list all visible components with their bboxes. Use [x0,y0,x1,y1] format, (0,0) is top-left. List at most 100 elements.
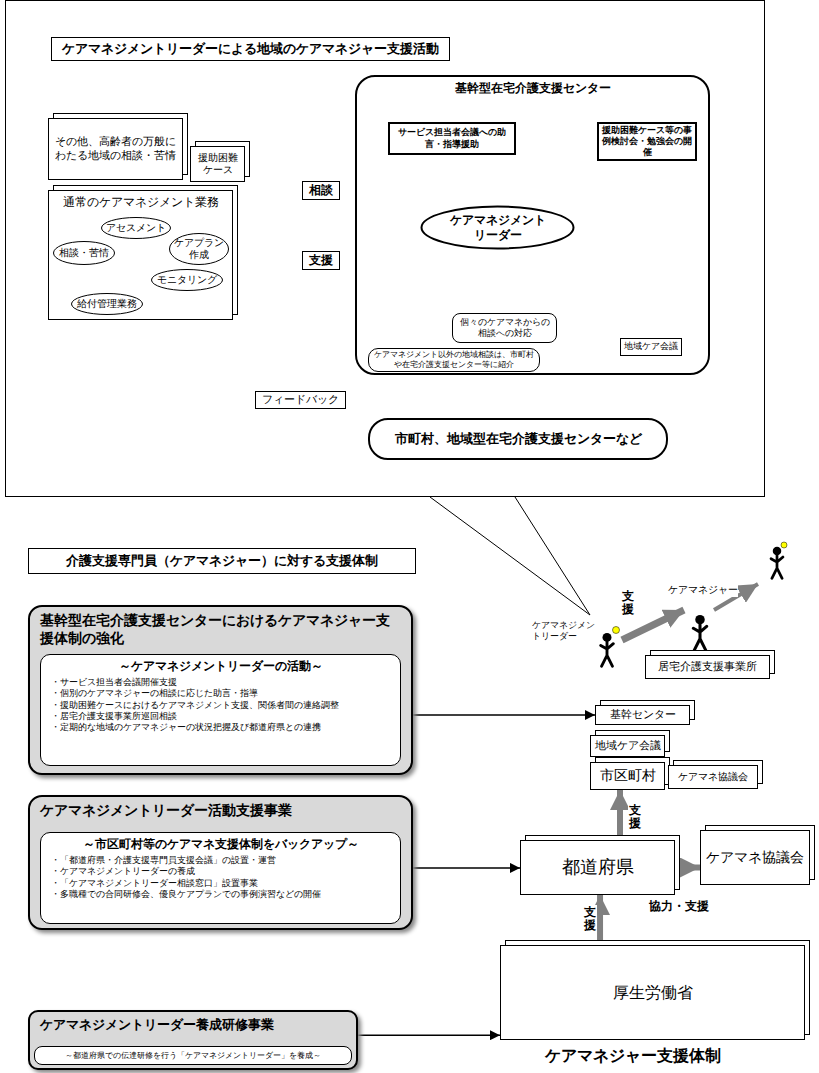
node-text: ケアマネ協議会 [706,849,804,867]
ellipse-shape [72,294,143,315]
ellipse-shape [170,234,229,265]
node-text: ・援助困難ケースにおけるケアマネジメント支援、関係者間の連絡調整 [51,700,390,711]
process-box: 通常のケアマネジメント業務相談・苦情 アセスメントケアプラン作成モニタリング給付管… [48,190,233,320]
ellipse-shape [54,242,115,265]
node-text: 都道府県 [562,856,634,879]
node-text: 市町村、地域型在宅介護支援センターなど [395,431,642,447]
node-text: ・「ケアマネジメントリーダー相談窓口」設置事業 [51,878,390,889]
rounded-box: 基幹型在宅介護支援センターにおけるケアマネジャー支援体制の強化 ～ケアマネジメント… [28,605,413,775]
rounded-box: ケアマネジメントリーダー養成研修事業 ～都道府県での伝達研修を行う「ケアマネジメン… [28,1010,358,1070]
node-text: ・定期的な地域のケアマネジャーの状況把握及び都道府県との連携 [51,722,390,733]
process-box: ケアマネ協議会 [700,830,810,885]
node-text: 給付管理業務 [77,298,137,311]
process-box: 介護支援専門員（ケアマネジャー）に対する支援体制 [28,548,416,574]
rounded-box: ～都道府県での伝達研修を行う「ケアマネジメントリーダー」を養成～ [34,1046,352,1065]
ellipse-node: アセスメント [100,216,172,240]
ellipse-node: モニタリング [150,268,224,292]
ellipse-node: 相談・苦情 [52,240,116,266]
support-arrow [622,610,684,640]
node-text: ・個別のケアマネジャーの相談に応じた助言・指導 [51,688,390,699]
process-box: 地域ケア会議 [590,735,665,757]
node-text: 基幹センター [610,708,676,722]
node-text: ケアプラン作成 [173,237,225,262]
process-box: 厚生労働省 [500,945,805,1040]
process-box: 基幹センター [595,705,690,725]
leader-figure [601,633,614,666]
edge-label: 協力・支援 [648,898,710,915]
process-box: その他、高齢者の万般にわたる地域の相談・苦情 [48,118,183,180]
connector [675,865,700,871]
node-text: 通常のケアマネジメント業務 [63,195,219,210]
lightbulb [781,542,787,548]
node-text: 市区町村 [600,767,656,785]
rounded-box: 個々のケアマネからの相談への対応 [452,313,557,343]
edge-label: 支援 [628,803,642,831]
note-label: ケアマネジメントリーダー [532,620,596,643]
note-label: ケアマネジャー [668,584,738,597]
process-box: ケアマネジメントリーダーによる地域のケアマネジャー支援活動その他、高齢者の万般に… [5,0,765,497]
ellipse-shape [422,207,574,249]
process-box: 援助困難ケース [190,146,245,182]
caption: ケアマネジャー支援体制 [545,1046,721,1066]
node-text: ケアマネジメント以外の地域相談は、市町村や在宅介護支援センター等に紹介 [372,350,536,370]
node-text: ～都道府県での伝達研修を行う「ケアマネジメントリーダー」を養成～ [65,1051,321,1061]
node-text: 相談・苦情 [59,247,109,260]
node-text: その他、高齢者の万般にわたる地域の相談・苦情 [52,135,179,163]
node-text: 地域ケア会議 [595,739,661,753]
connector [597,895,603,945]
process-box: 市区町村 [590,762,665,790]
ellipse-node: ケアマネジメントリーダー [420,205,575,250]
node-text: 個々のケアマネからの相談への対応 [456,317,553,340]
connector [358,1034,500,1036]
process-box: ケアマネ協議会 [668,765,758,789]
rounded-box: ～市区町村等のケアマネ支援体制をバックアップ～ ・「都道府県・介護支援専門員支援会… [40,832,401,924]
connector [413,867,520,869]
process-box: サービス担当者会議への助言・指導援助 [388,122,516,155]
care-manager-figure [693,615,706,650]
node-text: ケアマネジメントリーダーによる地域のケアマネジャー支援活動 [51,37,450,61]
node-text: アセスメント [106,222,166,235]
connector [617,790,623,840]
node-text: ケアマネジメントリーダー [448,213,548,243]
node-text: 基幹型在宅介護支援センターにおけるケアマネジャー支援体制の強化 [40,612,401,647]
ellipse-shape [102,218,171,239]
node-text: 厚生労働省 [613,983,693,1003]
lightbulb [613,627,620,634]
node-text: 介護支援専門員（ケアマネジャー）に対する支援体制 [66,553,378,569]
node-text: ・居宅介護支援事業所巡回相談 [51,711,390,722]
rounded-box: ～ケアマネジメントリーダーの活動～ ・サービス担当者会議開催支援・個別のケアマネジ… [40,654,401,766]
process-box: 居宅介護支援事業所 [645,655,770,679]
note-label: 支援 [622,590,634,616]
node-text: ・「都道府県・介護支援専門員支援会議」の設置・運営 [51,855,390,866]
rounded-box: ケアマネジメントリーダー活動支援事業 ～市区町村等のケアマネ支援体制をバックアップ… [28,795,413,930]
node-text: ～ケアマネジメントリーダーの活動～ [51,659,390,674]
node-text: ・ケアマネジメントリーダーの養成 [51,866,390,877]
node-text: ケアマネ協議会 [678,771,748,784]
process-box: 都道府県 [520,840,675,895]
node-text: ～市区町村等のケアマネ支援体制をバックアップ～ [51,837,390,852]
node-text: 地域ケア会議 [624,341,678,352]
node-text: 援助困難ケース等の事例検討会・勉強会の開催 [602,125,692,159]
node-text: ・サービス担当者会議開催支援 [51,677,390,688]
process-box: 援助困難ケース等の事例検討会・勉強会の開催 [597,122,697,161]
person-figure [771,547,783,578]
ellipse-shape [152,270,223,291]
callout-wedge [515,497,590,615]
edge-label: 支援 [583,905,597,933]
node-text: サービス担当者会議への助言・指導援助 [393,127,511,150]
rounded-box: 基幹型在宅介護支援センターサービス担当者会議への助言・指導援助 援助困難ケース等の… [355,75,710,375]
node-text: ケアマネジメントリーダー養成研修事業 [40,1017,274,1033]
ellipse-node: ケアプラン作成 [168,232,230,266]
callout-wedge [430,497,590,615]
node-text: ・多職種での合同研修会、優良ケアプランでの事例演習などの開催 [51,889,390,900]
process-box: 地域ケア会議 [620,338,682,356]
node-text: 居宅介護支援事業所 [658,660,757,674]
node-text: 基幹型在宅介護支援センター [455,81,611,96]
support-arrow [714,584,758,610]
node-text: モニタリング [157,274,217,287]
node-text: 援助困難ケース [194,152,241,177]
connector [413,714,595,716]
node-text: ケアマネジメントリーダー活動支援事業 [40,802,292,820]
